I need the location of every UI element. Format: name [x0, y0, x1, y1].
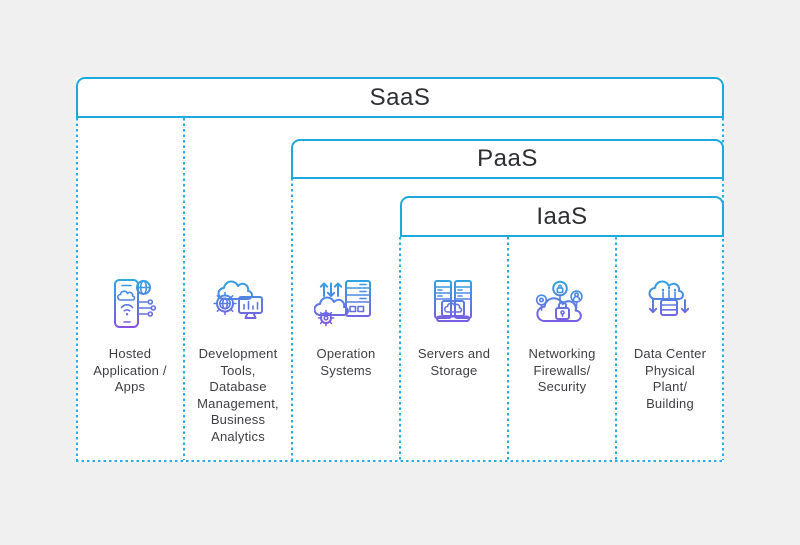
column-data-center: Data Center Physical Plant/ Building — [616, 118, 724, 462]
column-operating-systems: Operation Systems — [292, 118, 400, 462]
paas-layer-bar: PaaS — [291, 139, 724, 179]
column-hosted-apps: Hosted Application / Apps — [76, 118, 184, 462]
column-label: Servers and Storage — [417, 346, 491, 378]
dashed-frame-left — [76, 118, 78, 460]
network-security-icon — [535, 280, 583, 322]
hosted-apps-icon — [114, 279, 157, 328]
column-label: Operation Systems — [316, 346, 376, 378]
dashed-frame-right — [722, 118, 724, 460]
dashed-frame-bottom — [76, 460, 724, 462]
column-label: Networking Firewalls/ Security — [528, 346, 596, 394]
dashed-divider-1 — [183, 118, 185, 460]
dashed-divider-5 — [615, 237, 617, 460]
column-servers-storage: Servers and Storage — [400, 118, 508, 462]
dashed-divider-4 — [507, 237, 509, 460]
dashed-divider-2 — [291, 178, 293, 460]
column-label: Hosted Application / Apps — [93, 346, 167, 394]
servers-storage-icon — [434, 280, 472, 322]
dashed-divider-3 — [399, 237, 401, 460]
column-dev-tools: Development Tools, Database Management, … — [184, 118, 292, 462]
paas-label: PaaS — [477, 145, 538, 172]
iaas-label: IaaS — [536, 202, 588, 230]
operating-systems-icon — [314, 280, 371, 327]
iaas-layer-bar: IaaS — [400, 196, 724, 237]
column-label: Development Tools, Database Management, … — [197, 346, 279, 444]
saas-label: SaaS — [369, 83, 431, 111]
data-center-icon — [648, 280, 690, 316]
saas-layer-bar: SaaS — [76, 77, 724, 118]
cloud-stack-diagram: Hosted Application / Apps Development To… — [76, 77, 724, 462]
column-label: Data Center Physical Plant/ Building — [633, 346, 707, 411]
column-network-security: Networking Firewalls/ Security — [508, 118, 616, 462]
dev-tools-icon — [213, 280, 263, 319]
